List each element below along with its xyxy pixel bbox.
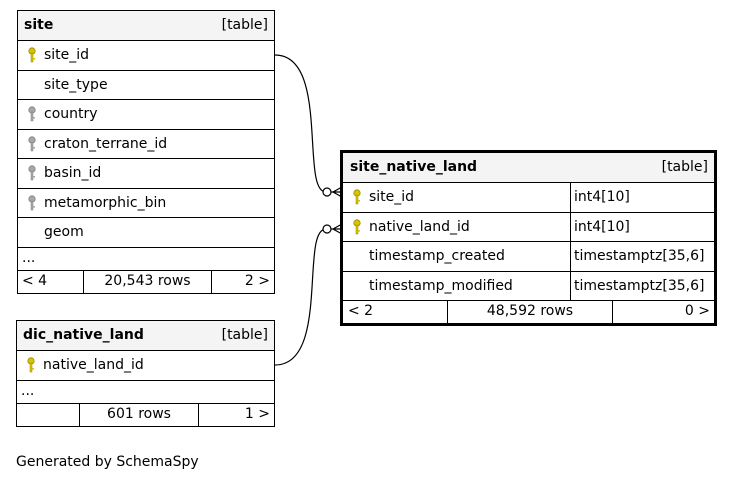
column-name: site_id <box>44 47 90 63</box>
table-header: site_native_land [table] <box>343 153 714 182</box>
generated-by-label: Generated by SchemaSpy <box>16 454 199 470</box>
column-name: site_type <box>44 76 108 93</box>
column-type: int4[10] <box>570 183 630 212</box>
table-footer: < 4 20,543 rows 2 > <box>18 269 274 293</box>
column-row[interactable]: geom <box>18 217 274 247</box>
column-name: country <box>44 106 98 122</box>
column-row[interactable]: site_id <box>18 40 274 70</box>
column-row[interactable]: site_type <box>18 69 274 100</box>
column-name: geom <box>44 224 84 240</box>
table-header: dic_native_land [table] <box>17 321 274 350</box>
column-row[interactable]: metamorphic_bin <box>18 187 274 218</box>
link-site-to-site-native-land <box>274 54 327 193</box>
column-row[interactable]: native_land_id int4[10] <box>343 211 714 241</box>
primary-key-icon <box>353 189 361 205</box>
table-footer: < 2 48,592 rows 0 > <box>343 300 714 323</box>
foreign-key-icon <box>28 194 36 210</box>
column-name: metamorphic_bin <box>44 194 167 211</box>
column-row[interactable]: timestamp_modified timestamptz[35,6] <box>343 270 714 300</box>
foreign-key-icon <box>28 106 36 122</box>
parents-count-link[interactable]: < 4 <box>22 272 48 289</box>
ellipsis: ... <box>22 249 36 266</box>
link-dic-end-circle <box>322 224 332 234</box>
table-kind: [table] <box>661 159 708 175</box>
column-name: site_id <box>369 189 415 205</box>
foreign-key-icon <box>28 135 36 151</box>
row-count: 48,592 rows <box>486 303 574 319</box>
table-footer: 601 rows 1 > <box>17 402 274 426</box>
column-type: int4[10] <box>570 212 630 241</box>
primary-key-icon <box>27 357 35 373</box>
column-row[interactable]: basin_id <box>18 158 274 188</box>
column-name: native_land_id <box>369 218 470 235</box>
more-columns-row: ... <box>17 379 274 403</box>
column-row[interactable]: country <box>18 99 274 129</box>
children-count-link[interactable]: 2 > <box>244 272 270 289</box>
column-row[interactable]: native_land_id <box>17 350 274 380</box>
column-row[interactable]: craton_terrane_id <box>18 128 274 159</box>
foreign-key-icon <box>28 165 36 181</box>
table-name[interactable]: dic_native_land <box>23 327 144 343</box>
table-site-native-land[interactable]: site_native_land [table] site_id int4[10… <box>340 150 717 326</box>
row-count: 601 rows <box>107 405 171 422</box>
column-name: basin_id <box>44 165 102 181</box>
primary-key-icon <box>353 218 361 234</box>
column-name: timestamp_created <box>369 248 505 264</box>
more-columns-row: ... <box>18 246 274 270</box>
column-type: timestamptz[35,6] <box>570 242 704 271</box>
link-dic-native-land-to-site-native-land <box>274 228 327 366</box>
column-row[interactable]: site_id int4[10] <box>343 182 714 212</box>
table-kind: [table] <box>221 327 268 343</box>
row-count: 20,543 rows <box>104 272 191 289</box>
children-count-link[interactable]: 1 > <box>244 405 270 422</box>
children-count-link[interactable]: 0 > <box>684 303 710 319</box>
table-kind: [table] <box>221 17 268 33</box>
table-name[interactable]: site <box>24 17 54 33</box>
parents-count-link[interactable]: < 2 <box>348 303 374 319</box>
column-name: craton_terrane_id <box>44 135 168 152</box>
link-site-end-circle <box>322 187 332 197</box>
column-row[interactable]: timestamp_created timestamptz[35,6] <box>343 241 714 271</box>
primary-key-icon <box>28 47 36 63</box>
table-name[interactable]: site_native_land <box>350 159 478 175</box>
table-site[interactable]: site [table] site_id site_type country c… <box>17 10 275 294</box>
column-type: timestamptz[35,6] <box>570 271 704 300</box>
column-name: timestamp_modified <box>369 277 513 294</box>
column-name: native_land_id <box>43 357 144 373</box>
table-dic-native-land[interactable]: dic_native_land [table] native_land_id .… <box>16 320 275 427</box>
ellipsis: ... <box>21 382 35 399</box>
table-header: site [table] <box>18 11 274 40</box>
